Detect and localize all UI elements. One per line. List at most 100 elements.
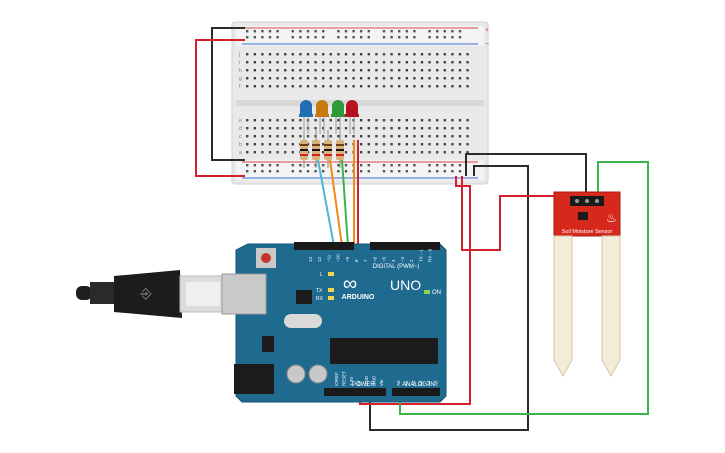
breadboard-hole [420, 77, 424, 80]
rail-hole [458, 36, 462, 39]
breadboard-hole [382, 151, 386, 154]
rail-plus-label: + [485, 27, 489, 34]
breadboard-hole [344, 85, 348, 88]
breadboard-hole [322, 61, 325, 64]
green-led[interactable] [331, 100, 345, 134]
breadboard-hole [284, 135, 287, 138]
breadboard-hole [337, 119, 340, 122]
rail-hole [458, 30, 462, 33]
breadboard-hole [428, 119, 431, 122]
orange-led[interactable] [315, 100, 329, 134]
resistor-4[interactable] [336, 130, 344, 168]
rail-hole [291, 170, 294, 173]
breadboard-hole [299, 135, 302, 138]
breadboard-hole [337, 61, 340, 64]
wire-red-left[interactable] [195, 39, 245, 177]
rail-hole [413, 170, 416, 173]
breadboard-hole [299, 69, 302, 72]
breadboard-hole [261, 151, 264, 154]
breadboard-hole [268, 127, 272, 130]
resistor-2[interactable] [312, 130, 320, 168]
breadboard-hole [276, 135, 279, 138]
red-led[interactable] [345, 100, 359, 134]
breadboard-hole [382, 135, 386, 138]
breadboard-hole [306, 53, 310, 56]
breadboard-hole [276, 61, 279, 64]
wire-black-sensor-top[interactable] [465, 153, 587, 196]
pin-label: 8 [354, 259, 359, 262]
breadboard-hole [253, 127, 256, 130]
breadboard-hole [382, 119, 386, 122]
breadboard-hole [268, 53, 272, 56]
breadboard-hole [451, 143, 454, 146]
breadboard-hole [367, 151, 370, 154]
breadboard-hole [375, 53, 378, 56]
pin-label: 4 [391, 259, 396, 262]
breadboard[interactable] [231, 21, 489, 185]
breadboard-hole [284, 85, 287, 88]
breadboard-hole [291, 119, 294, 122]
wire-green-sensor[interactable] [399, 161, 649, 415]
breadboard-hole [291, 61, 294, 64]
usb-symbol-icon: ⎆ [140, 285, 152, 301]
breadboard-hole [428, 135, 431, 138]
breadboard-hole [375, 61, 378, 64]
wire-black-bottom-loop[interactable] [369, 165, 529, 431]
breadboard-hole [413, 53, 416, 56]
breadboard-hole [420, 135, 424, 138]
breadboard-hole [458, 135, 462, 138]
pin-label: A4 [426, 380, 431, 386]
rail-hole [390, 36, 393, 39]
breadboard-hole [261, 127, 264, 130]
resistor-1[interactable] [300, 130, 308, 168]
pin-label: A3 [419, 380, 424, 386]
usb-cable[interactable]: ⎆ [76, 270, 227, 318]
breadboard-hole [261, 143, 264, 146]
breadboard-hole [413, 143, 416, 146]
rail-hole [322, 170, 325, 173]
breadboard-hole [436, 151, 439, 154]
breadboard-hole [253, 143, 256, 146]
breadboard-hole [322, 69, 325, 72]
breadboard-hole [458, 85, 462, 88]
l-label: L [320, 272, 323, 278]
breadboard-hole [428, 53, 431, 56]
rail-hole [253, 30, 256, 33]
breadboard-hole [382, 61, 386, 64]
rail-hole [276, 36, 279, 39]
breadboard-hole [276, 151, 279, 154]
breadboard-hole [291, 151, 294, 154]
breadboard-hole [443, 143, 446, 146]
wire-red-rail[interactable] [461, 176, 556, 251]
breadboard-hole [390, 151, 393, 154]
rail-hole [428, 170, 431, 173]
breadboard-hole [405, 119, 408, 122]
rail-hole [246, 36, 249, 39]
blue-led[interactable] [299, 100, 313, 134]
rail-hole [382, 36, 386, 39]
tx-label: TX [316, 288, 323, 294]
breadboard-hole [367, 53, 370, 56]
breadboard-hole [466, 119, 469, 122]
soil-moisture-sensor[interactable]: ♨ [553, 191, 621, 378]
breadboard-hole [375, 119, 378, 122]
pin-label: IOREF [334, 372, 339, 386]
pin-label: 7 [363, 259, 368, 262]
breadboard-hole [451, 119, 454, 122]
resistor-3[interactable] [324, 130, 332, 168]
digital-label: DIGITAL (PWM~) [373, 264, 420, 270]
breadboard-hole [329, 61, 332, 64]
breadboard-hole [405, 53, 408, 56]
breadboard-hole [405, 85, 408, 88]
breadboard-hole [367, 85, 370, 88]
breadboard-hole [420, 119, 424, 122]
rail-hole [390, 164, 393, 167]
arduino-uno-board[interactable]: ∞ [221, 242, 447, 403]
breadboard-hole [428, 85, 431, 88]
breadboard-hole [299, 61, 302, 64]
breadboard-hole [284, 151, 287, 154]
rail-hole [253, 164, 256, 167]
wire-black-left[interactable] [211, 27, 245, 161]
breadboard-hole [344, 143, 348, 146]
